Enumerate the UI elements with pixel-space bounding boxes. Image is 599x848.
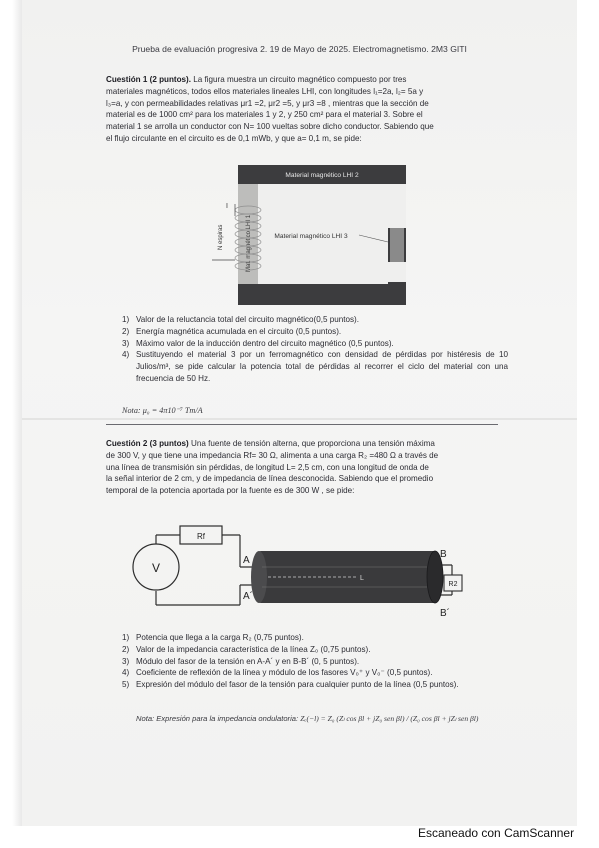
scanner-watermark: Escaneado con CamScanner — [418, 826, 575, 840]
length-label: L — [360, 575, 364, 582]
q1-line: material 1 se arrolla un conductor con N… — [106, 122, 434, 132]
q2-note-formula: Zₑ(−l) = Z₀ (Zₗ cos βl + jZ₀ sen βl) / (… — [300, 714, 479, 723]
core-window — [258, 184, 388, 284]
q1-subquestions: 1)Valor de la reluctancia total del circ… — [122, 314, 508, 385]
list-item: 3)Módulo del fasor de la tensión en A-A´… — [122, 656, 360, 666]
q2-subquestions: 1)Potencia que llega a la carga R₂ (0,75… — [122, 632, 508, 691]
exam-page: Prueba de evaluación progresiva 2. 19 de… — [12, 0, 577, 826]
list-item: 4)Sustituyendo el material 3 por un ferr… — [122, 350, 508, 383]
current-label: I — [226, 203, 228, 210]
list-item: 4)Coeficiente de reflexión de la línea y… — [122, 668, 433, 678]
air-gap-bottom — [388, 262, 406, 282]
r2-label: R2 — [449, 581, 458, 588]
coax-end-left — [251, 551, 267, 603]
q1-line: el flujo circulante en el circuito es de… — [106, 133, 362, 143]
q1-title: Cuestión 1 (2 puntos). — [106, 75, 191, 84]
material-3-block — [390, 228, 404, 262]
q2-line: temporal de la potencia aportada por la … — [106, 486, 355, 496]
exam-header: Prueba de evaluación progresiva 2. 19 de… — [132, 44, 467, 54]
magnetic-circuit-figure: Material magnético LHI 2 Material magnét… — [212, 165, 406, 305]
q1-statement: Cuestión 1 (2 puntos). La figura muestra… — [106, 74, 512, 145]
list-item: 5)Expresión del módulo del fasor de la t… — [122, 680, 459, 690]
resistor-r2 — [443, 574, 463, 592]
material-3-label: Material magnético LHI 3 — [274, 233, 348, 240]
q2-line: una línea de transmisión sin pérdidas, d… — [106, 462, 429, 472]
q2-line: la señal interior de 2 cm, y de impedanc… — [106, 474, 434, 484]
coil-winding — [234, 205, 262, 271]
coax-cable — [259, 551, 435, 603]
list-item: 2)Energía magnética acumulada en el circ… — [122, 326, 342, 336]
transmission-line-figure: V Rf L R2 A A´ B B´ — [132, 525, 463, 619]
coax-end-right — [426, 550, 444, 604]
terminal-a-label: A — [243, 555, 250, 566]
q2-line: Una fuente de tensión alterna, que propo… — [191, 439, 435, 448]
q1-note: Nota: μ₀ = 4π10⁻⁷ Tm/A — [122, 406, 203, 415]
terminal-b-prime-label: B´ — [440, 607, 450, 619]
q1-line: l₃=a, y con permeabilidades relativas μr… — [106, 98, 429, 108]
coil-label: N espiras — [218, 225, 224, 250]
rf-label: Rf — [197, 532, 206, 541]
material-1-leg — [238, 184, 258, 284]
q2-note-prefix: Nota: Expresión para la impedancia ondul… — [136, 714, 299, 723]
q1-line: materiales magnéticos, todos ellos mater… — [106, 86, 424, 96]
voltage-source — [132, 543, 180, 591]
terminal-a-prime-label: A´ — [243, 590, 253, 602]
q1-line: La figura muestra un circuito magnético … — [193, 75, 407, 84]
list-item: 2)Valor de la impedancia característica … — [122, 644, 371, 654]
list-item: 1)Valor de la reluctancia total del circ… — [122, 315, 359, 324]
list-item: 3)Máximo valor de la inducción dentro de… — [122, 338, 394, 348]
terminal-b-label: B — [440, 549, 447, 560]
section-divider — [106, 424, 498, 425]
q2-statement: Cuestión 2 (3 puntos) Una fuente de tens… — [106, 438, 512, 497]
resistor-rf — [179, 525, 223, 545]
q1-line: material es de 1000 cm² para los materia… — [106, 110, 423, 120]
material-3-pointer — [358, 234, 389, 243]
list-item: 1)Potencia que llega a la carga R₂ (0,75… — [122, 633, 304, 642]
q2-line: de 300 V, y que tiene una impedancia Rf=… — [106, 450, 439, 460]
q2-title: Cuestión 2 (3 puntos) — [106, 439, 189, 448]
page-fold — [22, 418, 577, 420]
source-label: V — [152, 561, 160, 575]
material-2-label: Material magnético LHI 2 — [285, 172, 359, 179]
air-gap-top — [388, 184, 406, 228]
q2-note: Nota: Expresión para la impedancia ondul… — [136, 714, 478, 723]
material-1-label: Mat. magnético LHI 1 — [246, 214, 252, 272]
